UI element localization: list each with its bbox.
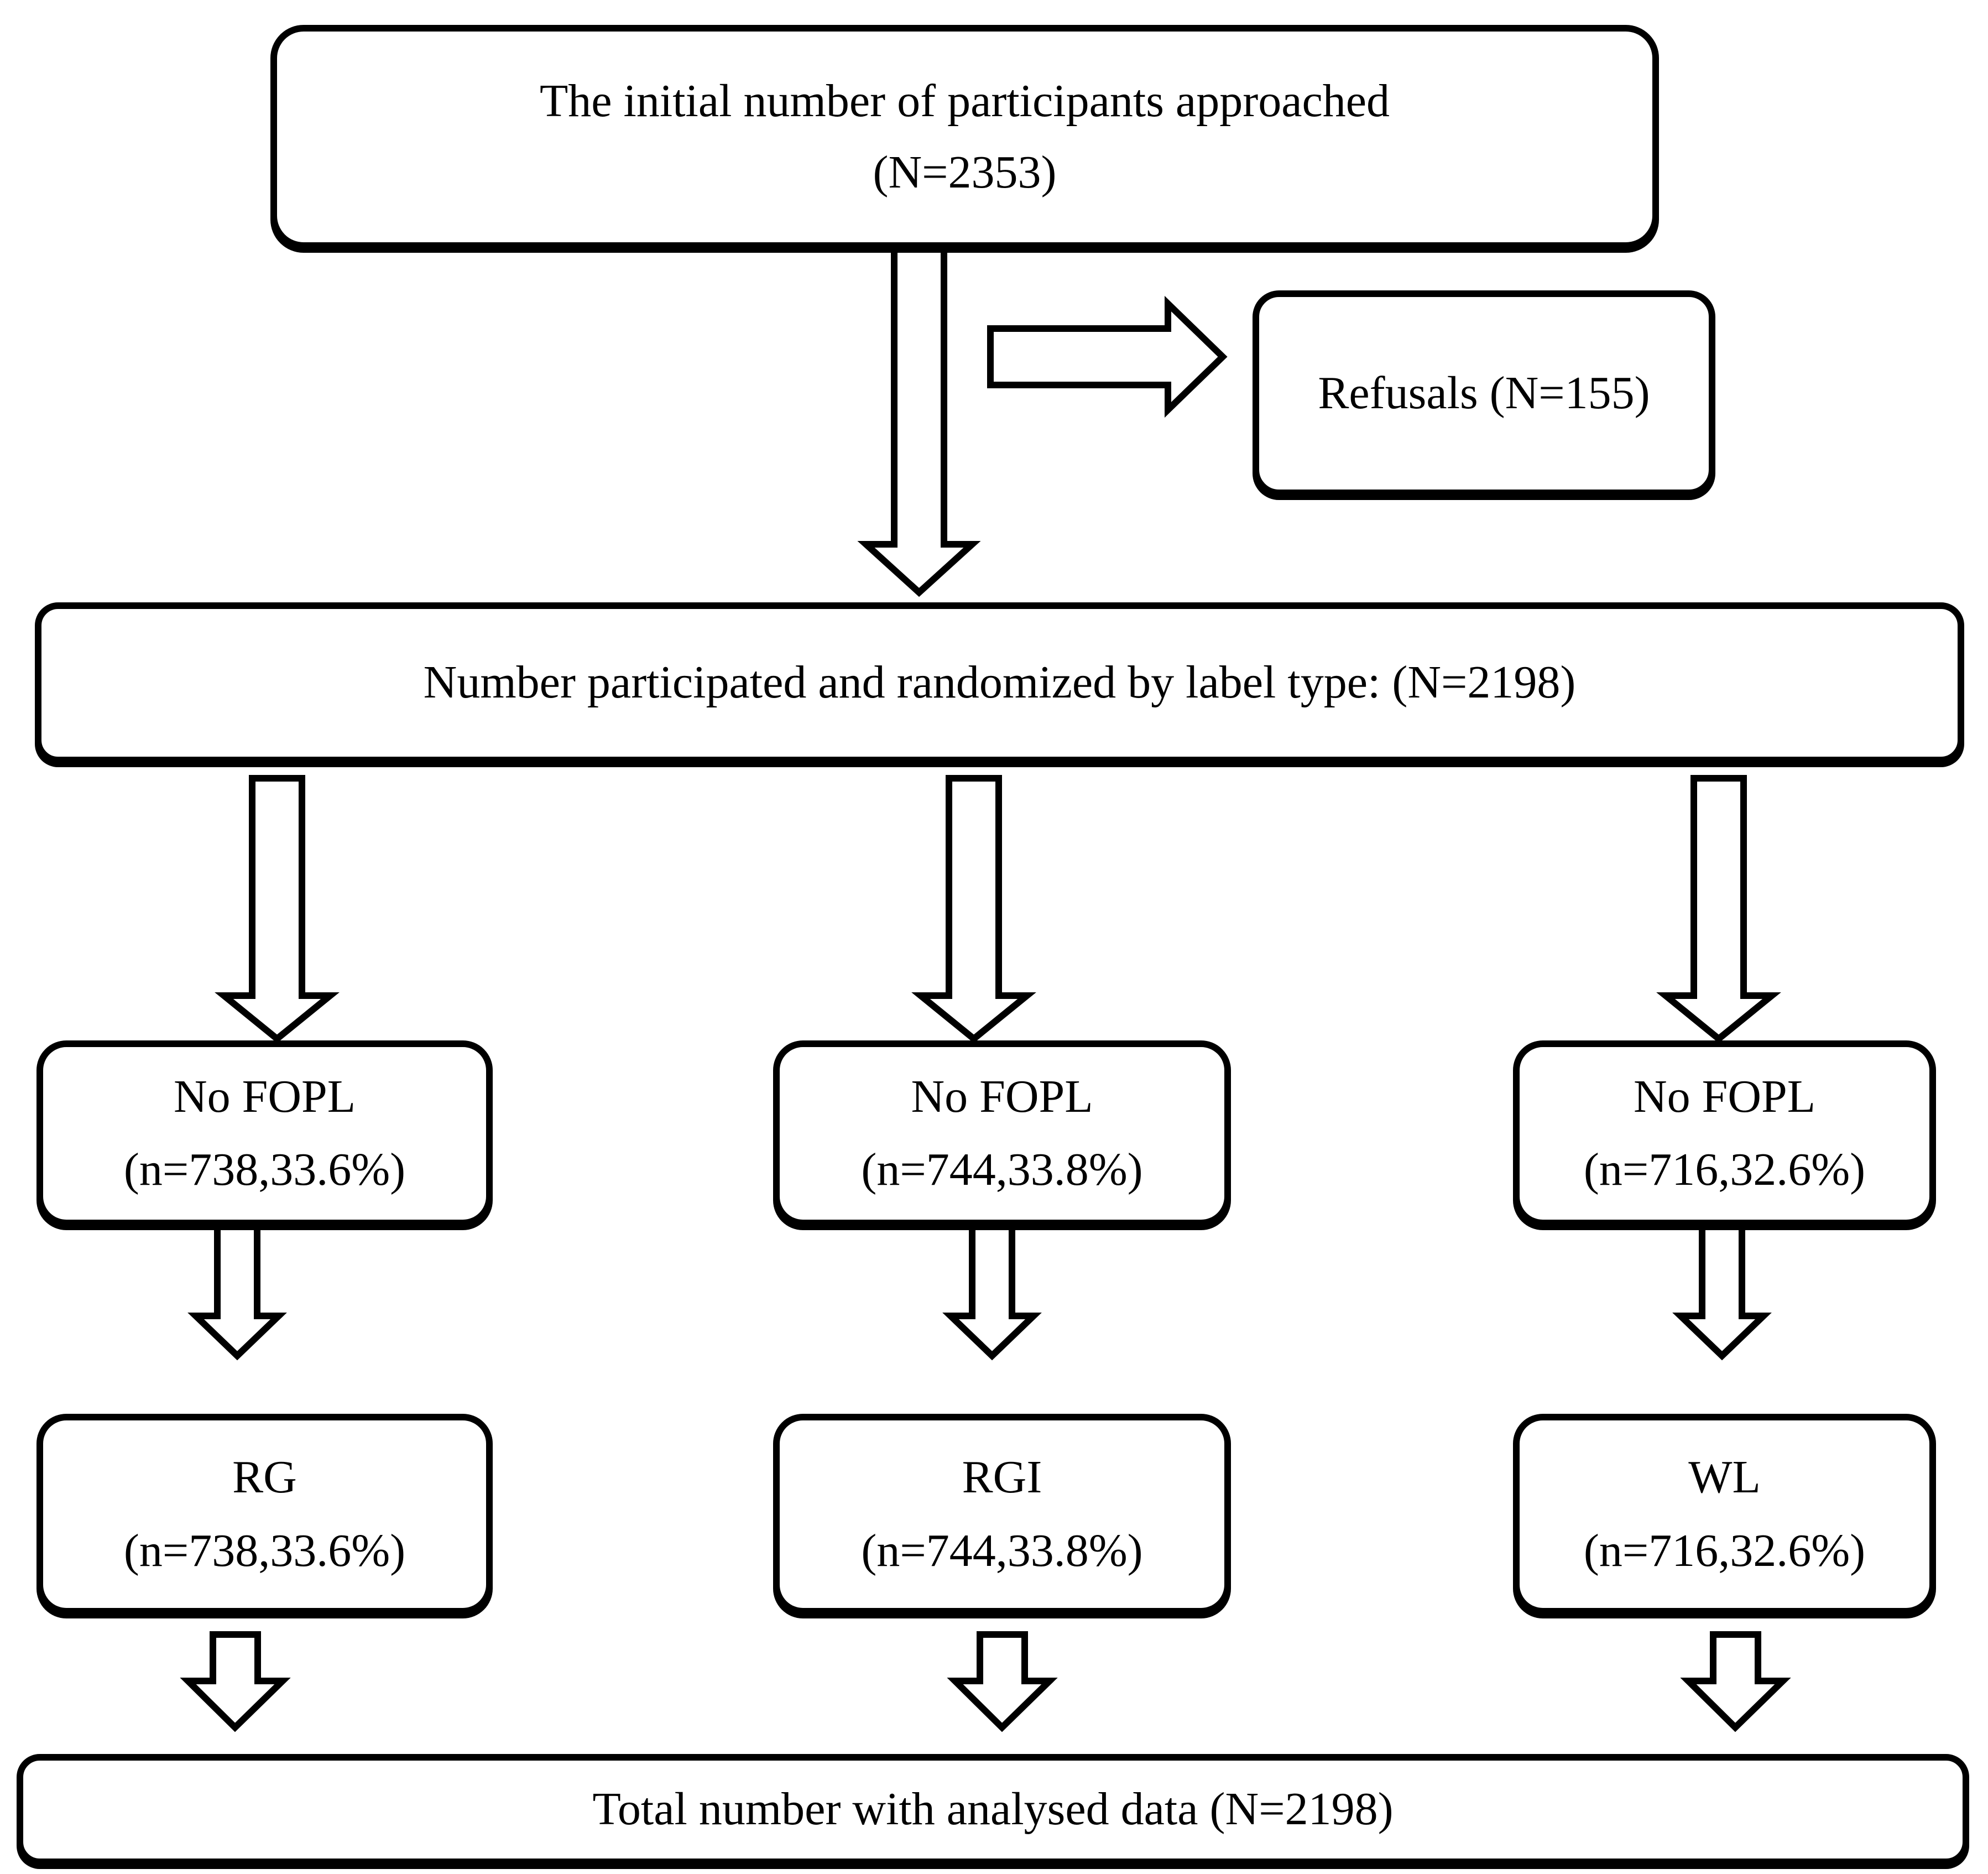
node-refusals: Refusals (N=155) [1253, 290, 1715, 496]
down-block-arrow-col1-icon [215, 775, 340, 1043]
node-group-wl-count: (n=716,32.6%) [1583, 1524, 1866, 1576]
node-participants-approached-count: (N=2353) [873, 146, 1057, 198]
node-allocation-col2: No FOPL (n=744,33.8%) [773, 1040, 1231, 1226]
node-allocation-col2-count: (n=744,33.8%) [861, 1144, 1143, 1195]
down-block-arrow-col3-total-icon [1680, 1631, 1791, 1732]
down-block-arrow-col1-total-icon [180, 1631, 291, 1732]
down-block-arrow-col3-group-icon [1672, 1223, 1772, 1361]
down-block-arrow-col1-group-icon [187, 1223, 287, 1361]
node-group-rgi: RGI (n=744,33.8%) [773, 1414, 1231, 1615]
node-group-rg: RG (n=738,33.6%) [36, 1414, 493, 1615]
node-total-analysed: Total number with analysed data (N=2198) [17, 1754, 1969, 1865]
node-refusals-label: Refusals (N=155) [1318, 367, 1650, 419]
node-group-rg-label: RG [232, 1451, 297, 1503]
node-group-wl: WL (n=716,32.6%) [1513, 1414, 1936, 1615]
node-allocation-col1-label: No FOPL [173, 1070, 356, 1122]
node-allocation-col1-count: (n=738,33.6%) [123, 1144, 406, 1195]
down-block-arrow-col2-total-icon [947, 1631, 1058, 1732]
node-group-rgi-label: RGI [962, 1451, 1042, 1503]
node-group-rgi-count: (n=744,33.8%) [861, 1524, 1143, 1576]
node-total-analysed-label: Total number with analysed data (N=2198) [592, 1783, 1394, 1835]
down-block-arrow-col2-group-icon [942, 1223, 1042, 1361]
node-allocation-col2-label: No FOPL [911, 1070, 1093, 1122]
node-participants-approached-label: The initial number of participants appro… [539, 75, 1390, 127]
down-block-arrow-top-icon [857, 246, 981, 597]
node-randomized: Number participated and randomized by la… [35, 602, 1964, 763]
right-block-arrow-refusals-icon [987, 295, 1228, 418]
node-allocation-col3: No FOPL (n=716,32.6%) [1513, 1040, 1936, 1226]
down-block-arrow-col3-icon [1656, 775, 1781, 1043]
node-group-wl-label: WL [1688, 1451, 1761, 1503]
node-allocation-col1: No FOPL (n=738,33.6%) [36, 1040, 493, 1226]
node-participants-approached: The initial number of participants appro… [270, 25, 1659, 249]
node-allocation-col3-count: (n=716,32.6%) [1583, 1144, 1866, 1195]
node-allocation-col3-label: No FOPL [1633, 1070, 1816, 1122]
node-group-rg-count: (n=738,33.6%) [123, 1524, 406, 1576]
down-block-arrow-col2-icon [911, 775, 1036, 1043]
node-randomized-label: Number participated and randomized by la… [423, 657, 1576, 709]
